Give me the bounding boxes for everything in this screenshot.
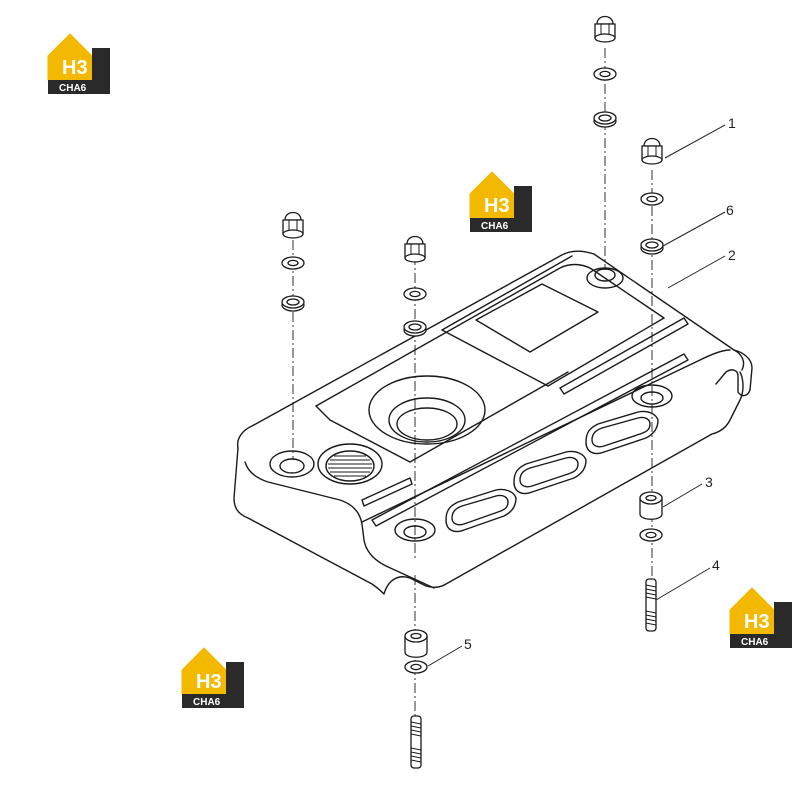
fastener-stack-right bbox=[640, 137, 664, 255]
svg-text:2: 2 bbox=[728, 247, 736, 263]
svg-text:H3: H3 bbox=[484, 195, 510, 217]
watermark-logo-top-left: H3 CHA6 bbox=[47, 33, 111, 95]
svg-text:CHA6: CHA6 bbox=[741, 637, 769, 648]
assembly-axes bbox=[292, 48, 653, 720]
svg-text:H3: H3 bbox=[62, 57, 88, 79]
fastener-stack-left bbox=[281, 211, 305, 312]
svg-text:4: 4 bbox=[712, 557, 720, 573]
svg-text:5: 5 bbox=[464, 636, 472, 652]
watermark-logo-right: H3 CHA6 bbox=[729, 587, 793, 649]
callout-6: 6 bbox=[662, 202, 734, 247]
callout-5: 5 bbox=[427, 636, 472, 667]
engine-cover bbox=[233, 250, 753, 595]
svg-text:H3: H3 bbox=[744, 611, 770, 633]
svg-text:3: 3 bbox=[705, 474, 713, 490]
svg-text:6: 6 bbox=[726, 202, 734, 218]
svg-text:CHA6: CHA6 bbox=[193, 697, 221, 708]
callout-3: 3 bbox=[662, 474, 713, 508]
lower-stack-center bbox=[404, 629, 428, 769]
watermark-logo-center: H3 CHA6 bbox=[469, 171, 533, 233]
callout-1: 1 bbox=[664, 115, 736, 159]
svg-text:CHA6: CHA6 bbox=[59, 83, 87, 94]
watermark-logo-bottom-left: H3 CHA6 bbox=[181, 647, 245, 709]
callout-4: 4 bbox=[655, 557, 720, 601]
callout-2: 2 bbox=[667, 247, 736, 289]
lower-stack-right bbox=[639, 491, 663, 632]
svg-text:H3: H3 bbox=[196, 671, 222, 693]
svg-text:CHA6: CHA6 bbox=[481, 221, 509, 232]
svg-text:1: 1 bbox=[728, 115, 736, 131]
